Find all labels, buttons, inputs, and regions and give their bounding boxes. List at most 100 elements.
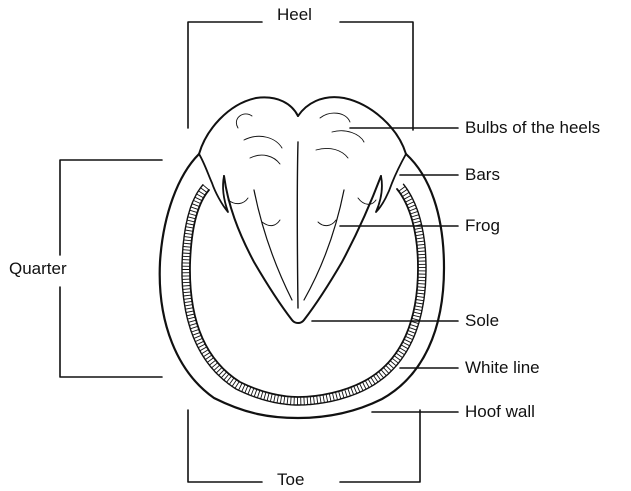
white-line-stripe (354, 386, 357, 393)
white-line-stripe (183, 295, 191, 296)
sole-label: Sole (465, 311, 499, 331)
heel-bulb-left (199, 97, 298, 154)
white-line-stripe (221, 372, 226, 378)
white-line-stripe (201, 188, 208, 193)
white-line-stripe (405, 199, 412, 203)
frog-central-sulcus (297, 142, 298, 308)
white-line-stripe (197, 194, 204, 198)
white-line-stripe (195, 197, 202, 201)
white-line-stripe (254, 389, 257, 397)
white-line-stripe (404, 196, 411, 200)
white-line-stripe (284, 396, 285, 404)
white-line-stripe (277, 395, 279, 403)
white-line-stripe (184, 301, 192, 302)
white-line-stripe (365, 381, 369, 388)
white-line-stripe (202, 350, 209, 354)
white-line-stripe (197, 341, 204, 345)
white-line-stripe (417, 293, 425, 294)
white-line-stripe (386, 365, 392, 371)
white-line-stripe (183, 289, 191, 290)
white-line-stripe (186, 223, 194, 225)
white-line-stripe (415, 303, 423, 304)
white-line-stripe (417, 290, 425, 291)
white-line-stripe (192, 204, 200, 207)
white-line-stripe (414, 228, 422, 230)
bulbs-of-the-heels-label: Bulbs of the heels (465, 118, 600, 138)
white-line-outer-edge (182, 184, 426, 405)
white-line-stripe (185, 305, 193, 306)
white-line-stripe (291, 397, 292, 405)
white-line-stripe (219, 370, 225, 376)
white-line-stripe (193, 200, 200, 203)
white-line-stripe (267, 393, 269, 401)
white-line-stripe (409, 208, 416, 211)
white-line-stripe (326, 394, 328, 402)
white-line-stripe (383, 368, 389, 374)
white-line-stripe (415, 231, 423, 233)
white-line-stripe (399, 187, 405, 192)
white-line-stripe (188, 320, 196, 322)
white-line-stripe (407, 202, 414, 205)
white-line-stripe (357, 385, 360, 392)
white-line-stripe (410, 211, 418, 214)
white-line-stripe (390, 361, 396, 366)
white-line-stripe (227, 376, 232, 382)
white-line-stripe (320, 395, 321, 403)
white-line-stripe (242, 384, 245, 391)
white-line-stripe (403, 342, 410, 346)
white-line-stripe (194, 335, 201, 338)
white-line-stripe (404, 339, 411, 343)
white-line-stripe (191, 207, 199, 210)
white-line-stripe (183, 247, 191, 248)
heel-label: Heel (271, 5, 318, 25)
white-line-stripe (413, 221, 421, 223)
white-line-stripe (183, 253, 191, 254)
white-line-stripe (363, 382, 367, 389)
white-line-stripe (270, 394, 272, 402)
white-line-stripe (184, 240, 192, 241)
white-line-stripe (418, 284, 426, 285)
white-line-stripe (405, 336, 412, 339)
white-line-stripe (407, 333, 414, 336)
white-line-stripe (280, 396, 281, 404)
white-line-stripe (203, 352, 210, 356)
white-line-stripe (229, 378, 234, 385)
white-line-stripe (418, 254, 426, 255)
white-line-stripe (409, 327, 417, 330)
white-line-stripe (371, 377, 375, 384)
white-line-stripe (190, 210, 198, 212)
frog-label: Frog (465, 216, 500, 236)
white-line-stripe (212, 363, 218, 368)
white-line-stripe (188, 317, 196, 319)
white-line-stripe (264, 392, 266, 400)
white-line-stripe (203, 185, 209, 190)
white-line-stripe (274, 395, 276, 403)
white-line-stripe (411, 215, 419, 217)
white-line-stripe (417, 287, 425, 288)
white-line-stripe (401, 189, 408, 194)
white-line-stripe (193, 332, 201, 335)
white-line-stripe (307, 397, 308, 405)
white-line-stripe (310, 396, 311, 404)
white-line-stripe (336, 392, 338, 400)
white-line-stripe (183, 243, 191, 244)
white-line-stripe (339, 391, 341, 399)
white-line-stripe (257, 390, 260, 398)
white-line-stripe (351, 387, 354, 395)
white-line-stripe (323, 395, 324, 403)
white-line-stripe (329, 394, 331, 402)
white-line-stripe (207, 358, 213, 363)
white-line-stripe (183, 292, 191, 293)
white-line-stripe (251, 388, 254, 396)
white-line-stripe (412, 318, 420, 320)
white-line-stripe (214, 365, 220, 370)
heel-bulb-texture (228, 113, 376, 226)
white-line-stripe (239, 383, 243, 390)
white-line-stripe (410, 324, 418, 327)
white-line-stripe (376, 374, 381, 380)
white-line-stripe (189, 323, 197, 325)
white-line-stripe (345, 389, 348, 397)
white-line-stripe (416, 296, 424, 297)
